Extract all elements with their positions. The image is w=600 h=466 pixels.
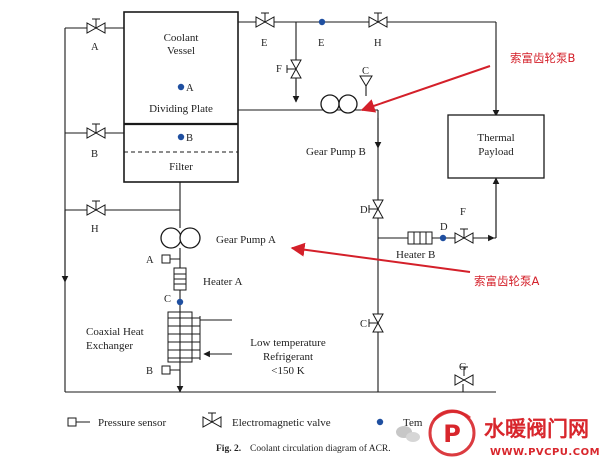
- label-sensor-c-heater: C: [164, 294, 171, 305]
- heater-b: [407, 231, 433, 245]
- thermal-payload: Thermal Payload: [447, 114, 545, 179]
- legend-em-valve: Electromagnetic valve: [232, 417, 331, 429]
- legend: Pressure sensor Electromagnetic valve Te…: [67, 412, 423, 429]
- label-refrig-3: <150 K: [271, 365, 304, 377]
- label-valve-f-heater: F: [460, 207, 466, 218]
- filter-label: Filter: [169, 161, 193, 173]
- heater-a: [173, 267, 187, 291]
- legend-valve-icon: [202, 412, 222, 428]
- valve-f-heater: [454, 228, 474, 244]
- valves: [86, 12, 474, 386]
- label-valve-e-top: E: [261, 38, 267, 49]
- label-valve-d-right: D: [360, 205, 368, 216]
- arrow-to-pump-a: [290, 242, 471, 273]
- temperature-sensors: [176, 18, 447, 306]
- valve-e-top: [255, 12, 275, 28]
- label-heater-a: Heater A: [203, 276, 242, 288]
- wechat-watermark-icon: [396, 426, 420, 442]
- watermark-logo-arc: [433, 410, 471, 422]
- pressure-sensor-a-pump: [161, 254, 180, 264]
- label-valve-g: G: [459, 362, 467, 373]
- vessel-point-b: B: [186, 133, 193, 144]
- figure-caption: Fig. 2. Coolant circulation diagram of A…: [216, 443, 391, 454]
- legend-temp-sensor: Tem: [403, 417, 423, 429]
- legend-temp-sensor-icon: [376, 418, 384, 426]
- label-refrig-1: Low temperature: [250, 337, 326, 349]
- site-watermark: P 水暖阀门网 WWW.PVCPU.COM: [428, 409, 600, 458]
- vessel-title-1: Coolant: [164, 32, 199, 44]
- label-sensor-b-bottom: B: [146, 366, 153, 377]
- arrow-to-pump-b: [360, 65, 491, 113]
- valve-h-top: [368, 12, 388, 28]
- temp-sensor-e: [318, 18, 326, 26]
- label-coaxial-2: Exchanger: [86, 340, 133, 352]
- label-sensor-c-top: C: [362, 66, 369, 77]
- dividing-plate-label: Dividing Plate: [149, 103, 213, 115]
- legend-pressure-sensor: Pressure sensor: [98, 417, 166, 429]
- thermal-payload-1: Thermal: [477, 132, 514, 144]
- label-valve-a: A: [91, 42, 99, 53]
- valve-d-right: [368, 199, 384, 219]
- red-annotations: 索富齿轮泵B 索富齿轮泵A: [290, 51, 575, 288]
- pipe-network: [61, 21, 500, 393]
- sensor-dot-vessel-a: [177, 83, 185, 91]
- coolant-vessel: Coolant Vessel A Dividing Plate B Filter: [123, 11, 239, 183]
- watermark-logo-letter: P: [443, 420, 461, 448]
- valve-c-right: [368, 313, 384, 333]
- valve-b: [86, 123, 106, 139]
- caption-fig: Fig. 2.: [216, 444, 241, 454]
- watermark-title: 水暖阀门网: [484, 417, 589, 441]
- annotation-pump-a: 索富齿轮泵A: [474, 274, 539, 288]
- gear-pump-b: [320, 94, 358, 114]
- label-valve-b: B: [91, 149, 98, 160]
- valve-a: [86, 18, 106, 34]
- annotation-pump-b: 索富齿轮泵B: [510, 51, 575, 65]
- vessel-title-2: Vessel: [167, 45, 195, 57]
- pressure-sensor-b-bottom: [161, 365, 180, 375]
- label-valve-c-right: C: [360, 319, 367, 330]
- sensor-dot-vessel-b: [177, 133, 185, 141]
- watermark-url: WWW.PVCPU.COM: [490, 447, 600, 458]
- legend-pressure-sensor-icon: [67, 417, 90, 427]
- diagram-labels: A B H E E H F C Gear Pump B D D F Heater…: [86, 38, 467, 377]
- valve-f-top: [286, 59, 302, 79]
- label-sensor-e: E: [318, 38, 324, 49]
- thermal-payload-box: [447, 114, 545, 179]
- coaxial-heat-exchanger: [167, 311, 201, 363]
- label-valve-h-top: H: [374, 38, 382, 49]
- label-sensor-a-pump: A: [146, 255, 154, 266]
- caption-text: Coolant circulation diagram of ACR.: [250, 443, 391, 454]
- vessel-box: [123, 11, 239, 183]
- label-heater-b: Heater B: [396, 249, 435, 261]
- temp-sensor-c: [176, 298, 184, 306]
- gear-pump-a: [160, 227, 201, 249]
- label-refrig-2: Refrigerant: [263, 351, 313, 363]
- label-valve-f-top: F: [276, 64, 282, 75]
- label-coaxial-1: Coaxial Heat: [86, 326, 144, 338]
- pressure-sensor-c-top: [359, 75, 373, 87]
- label-gear-pump-b: Gear Pump B: [306, 146, 366, 158]
- label-sensor-d-heater: D: [440, 222, 448, 233]
- pressure-sensors: [161, 75, 373, 375]
- valve-g: [454, 366, 474, 386]
- temp-sensor-d: [439, 234, 447, 242]
- vessel-point-a: A: [186, 83, 194, 94]
- label-valve-h-left: H: [91, 224, 99, 235]
- label-gear-pump-a: Gear Pump A: [216, 234, 276, 246]
- valve-h-left: [86, 200, 106, 216]
- thermal-payload-2: Payload: [478, 146, 514, 158]
